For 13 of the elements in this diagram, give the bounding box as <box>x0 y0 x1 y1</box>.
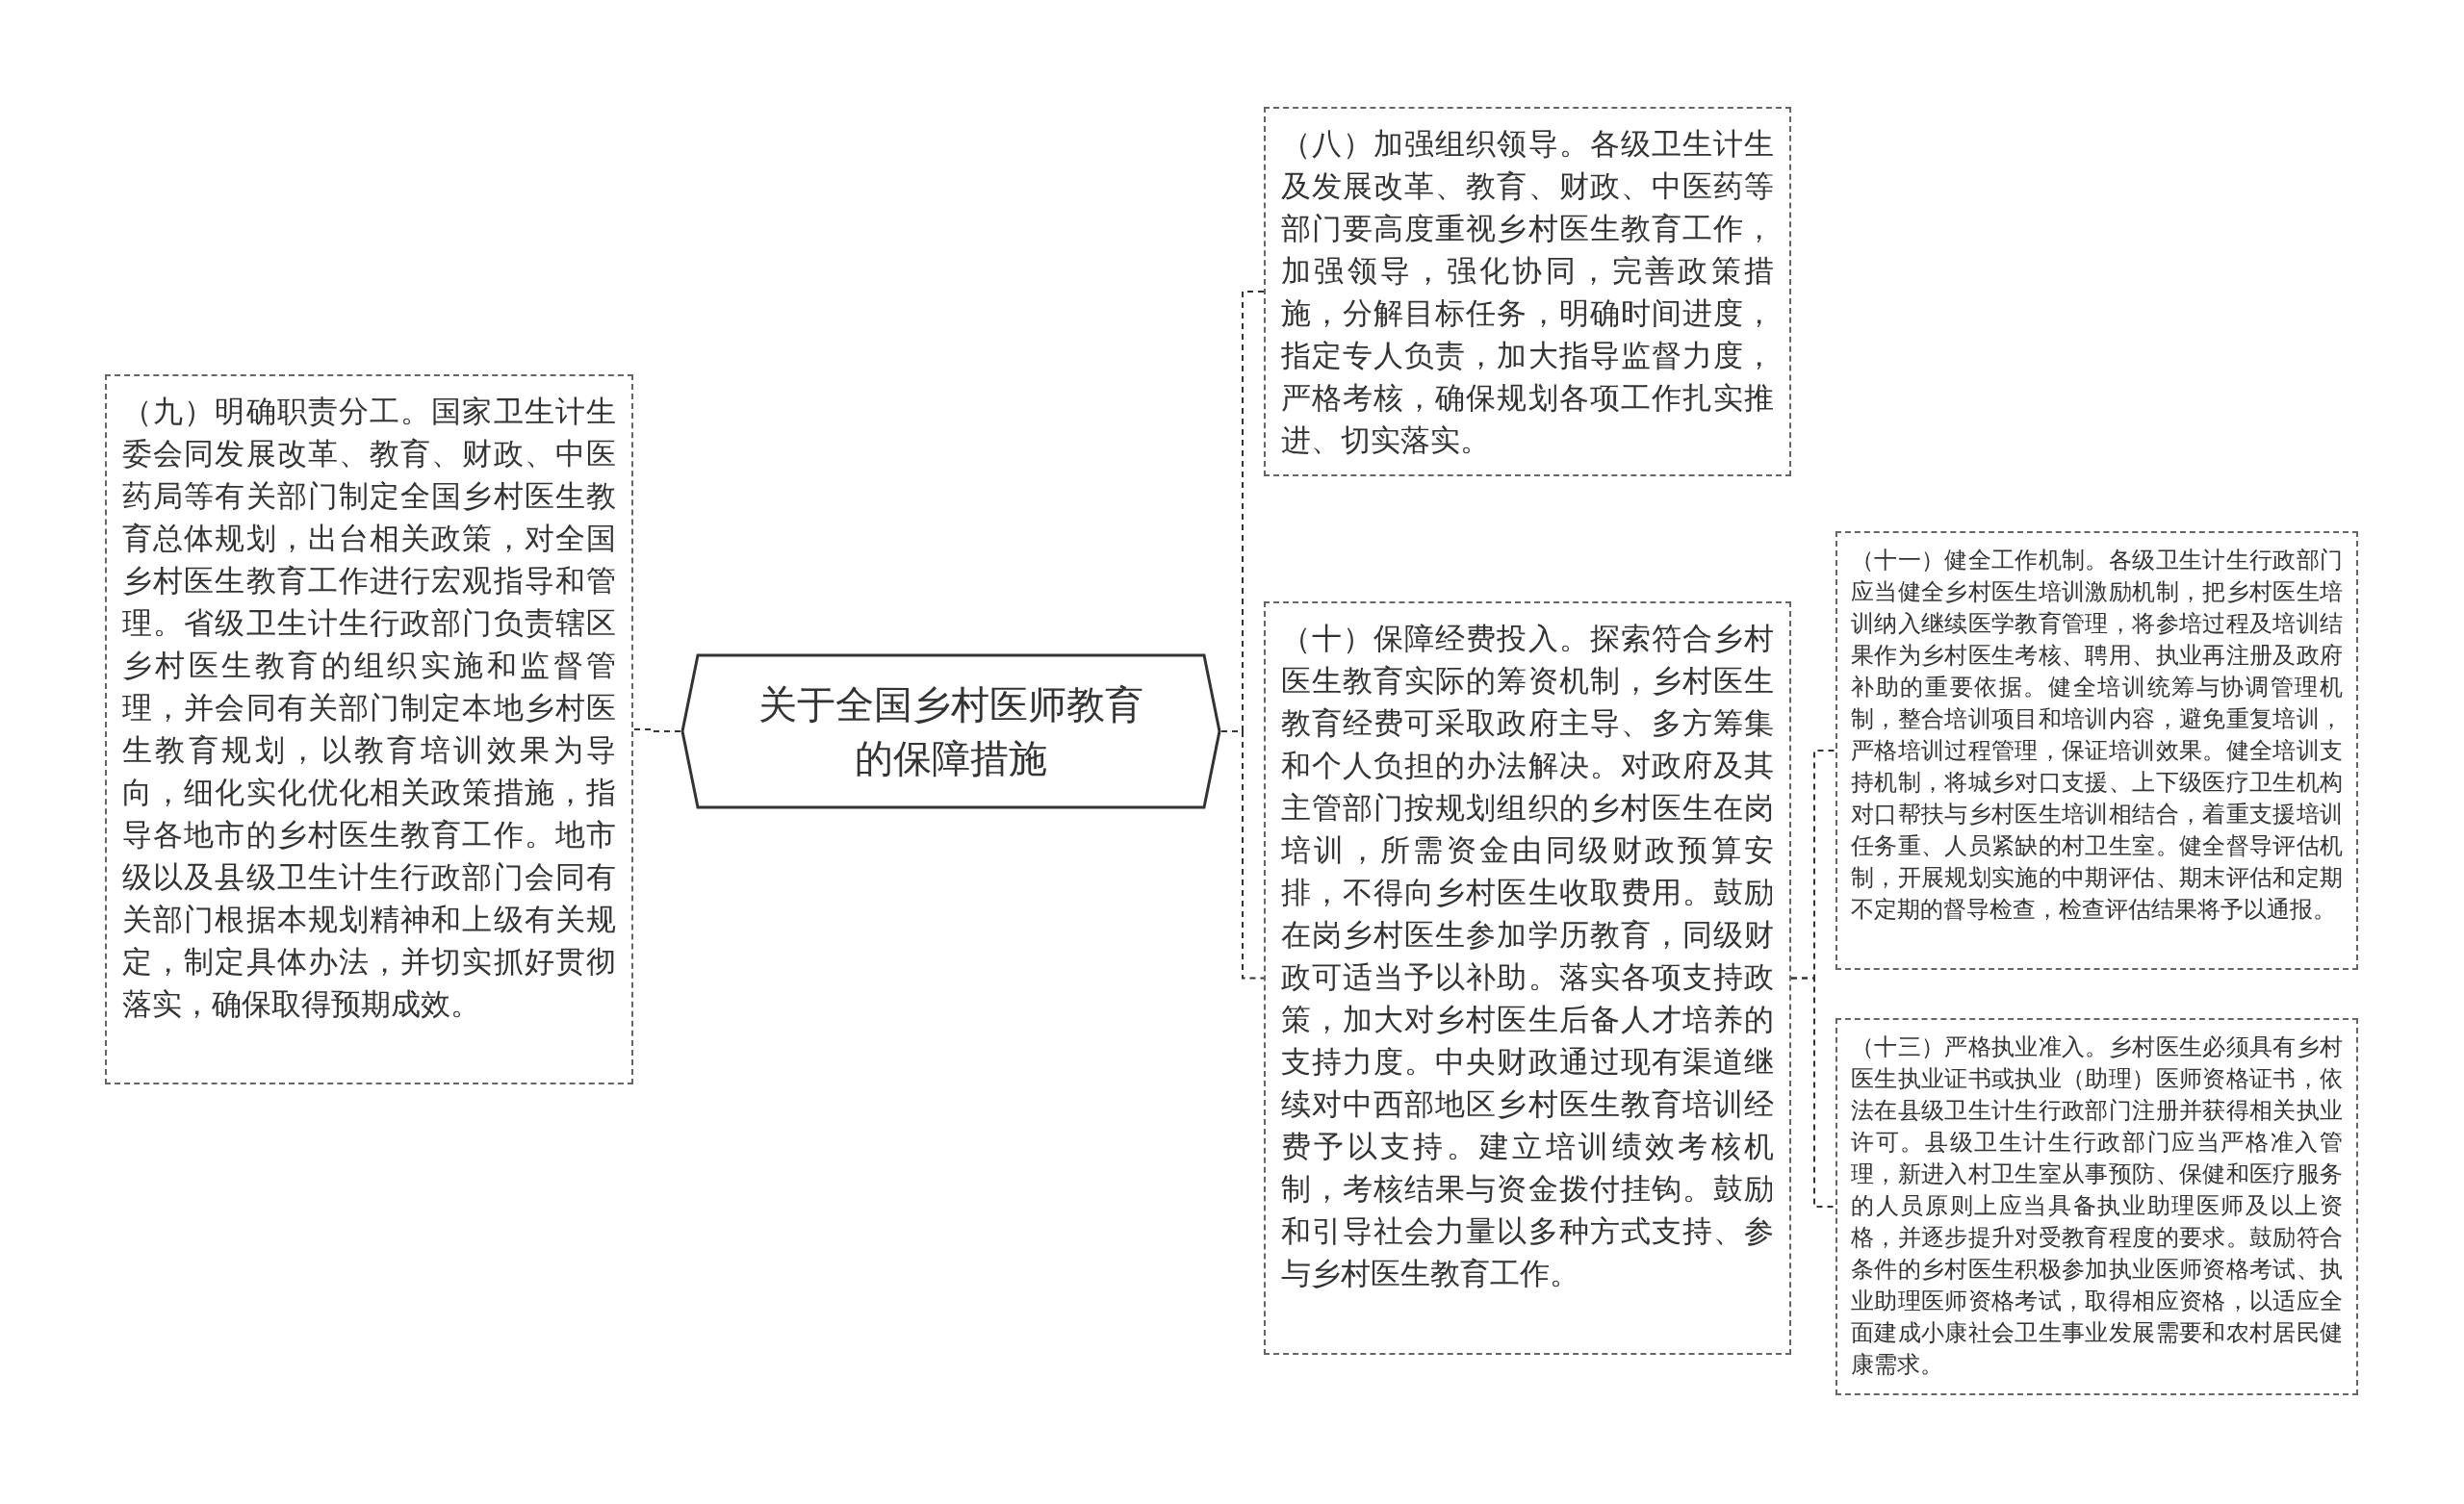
connector-line <box>1220 730 1265 980</box>
note-text: （十一）健全工作机制。各级卫生计生行政部门应当健全乡村医生培训激励机制，把乡村医生培训纳入继续医学教育管理，将参培过程及培训结果作为乡村医生考核、聘用、执业再注册及政府补助的重要依据。健全培训统筹与协调管理机制，整合培训项目和培训内容，避免重复培训，严格培训过程管理，保证培训效果。健全培训支持机制，将城乡对口支援、上下级医疗卫生机构对口帮扶与乡村医生培训相结合，着重支援培训任务重、人员紧缺的村卫生室。健全督导评估机制，开展规划实施的中期评估、期末评估和定期不定期的督导检查，检查评估结果将予以通报。 <box>1851 546 2343 925</box>
note-text: （十）保障经费投入。探索符合乡村医生教育实际的筹资机制，乡村医生教育经费可采取政府主导、多方筹集和个人负担的办法解决。对政府及其主管部门按规划组织的乡村医生在岗培训，所需资金由同级财政预算安排，不得向乡村医生收取费用。鼓励在岗乡村医生参加学历教育，同级财政可适当予以补助。落实各项支持政策，加大对乡村医生后备人才培养的支持力度。中央财政通过现有渠道继续对中西部地区乡村医生教育培训经费予以支持。建立培训绩效考核机制，考核结果与资金拨付挂钩。鼓励和引导社会力量以多种方式支持、参与乡村医生教育工作。 <box>1281 620 1774 1292</box>
connector-line <box>632 728 681 732</box>
note-box <box>1264 601 1791 1355</box>
connector-line <box>1790 977 1836 1208</box>
note-text: （九）明确职责分工。国家卫生计生委会同发展改革、教育、财政、中医药局等有关部门制定全国乡村医生教育总体规划，出台相关政策，对全国乡村医生教育工作进行宏观指导和管理。省级卫生计生行政部门负责辖区乡村医生教育的组织实施和监督管理，并会同有关部门制定本地乡村医生教育规划，以教育培训效果为导向，细化实化优化相关政策措施，指导各地市的乡村医生教育工作。地市级以及县级卫生计生行政部门会同有关部门根据本规划精神和上级有关规定，制定具体办法，并切实抓好贯彻落实，确保取得预期成效。 <box>122 393 616 1023</box>
note-text: （八）加强组织领导。各级卫生计生及发展改革、教育、财政、中医药等部门要高度重视乡村医生教育工作，加强领导，强化协同，完善政策措施，分解目标任务，明确时间进度，指定专人负责，加大指导监督力度，严格考核，确保规划各项工作扎实推进、切实落实。 <box>1281 125 1774 459</box>
note-box <box>105 374 633 1084</box>
note-box <box>1835 531 2358 970</box>
note-text: （十三）严格执业准入。乡村医生必须具有乡村医生执业证书或执业（助理）医师资格证书，依法在县级卫生计生行政部门注册并获得相关执业许可。县级卫生计生行政部门应当严格准入管理，新进入村卫生室从事预防、保健和医疗服务的人员原则上应当具备执业助理医师及以上资格，并逐步提升对受教育程度的要求。鼓励符合条件的乡村医生积极参加执业医师资格考试、执业助理医师资格考试，取得相应资格，以适应全面建成小康社会卫生事业发展需要和农村居民健康需求。 <box>1851 1032 2343 1380</box>
topic-title: 关于全国乡村医师教育的保障措施 <box>757 681 1144 782</box>
note-box <box>1264 107 1791 476</box>
